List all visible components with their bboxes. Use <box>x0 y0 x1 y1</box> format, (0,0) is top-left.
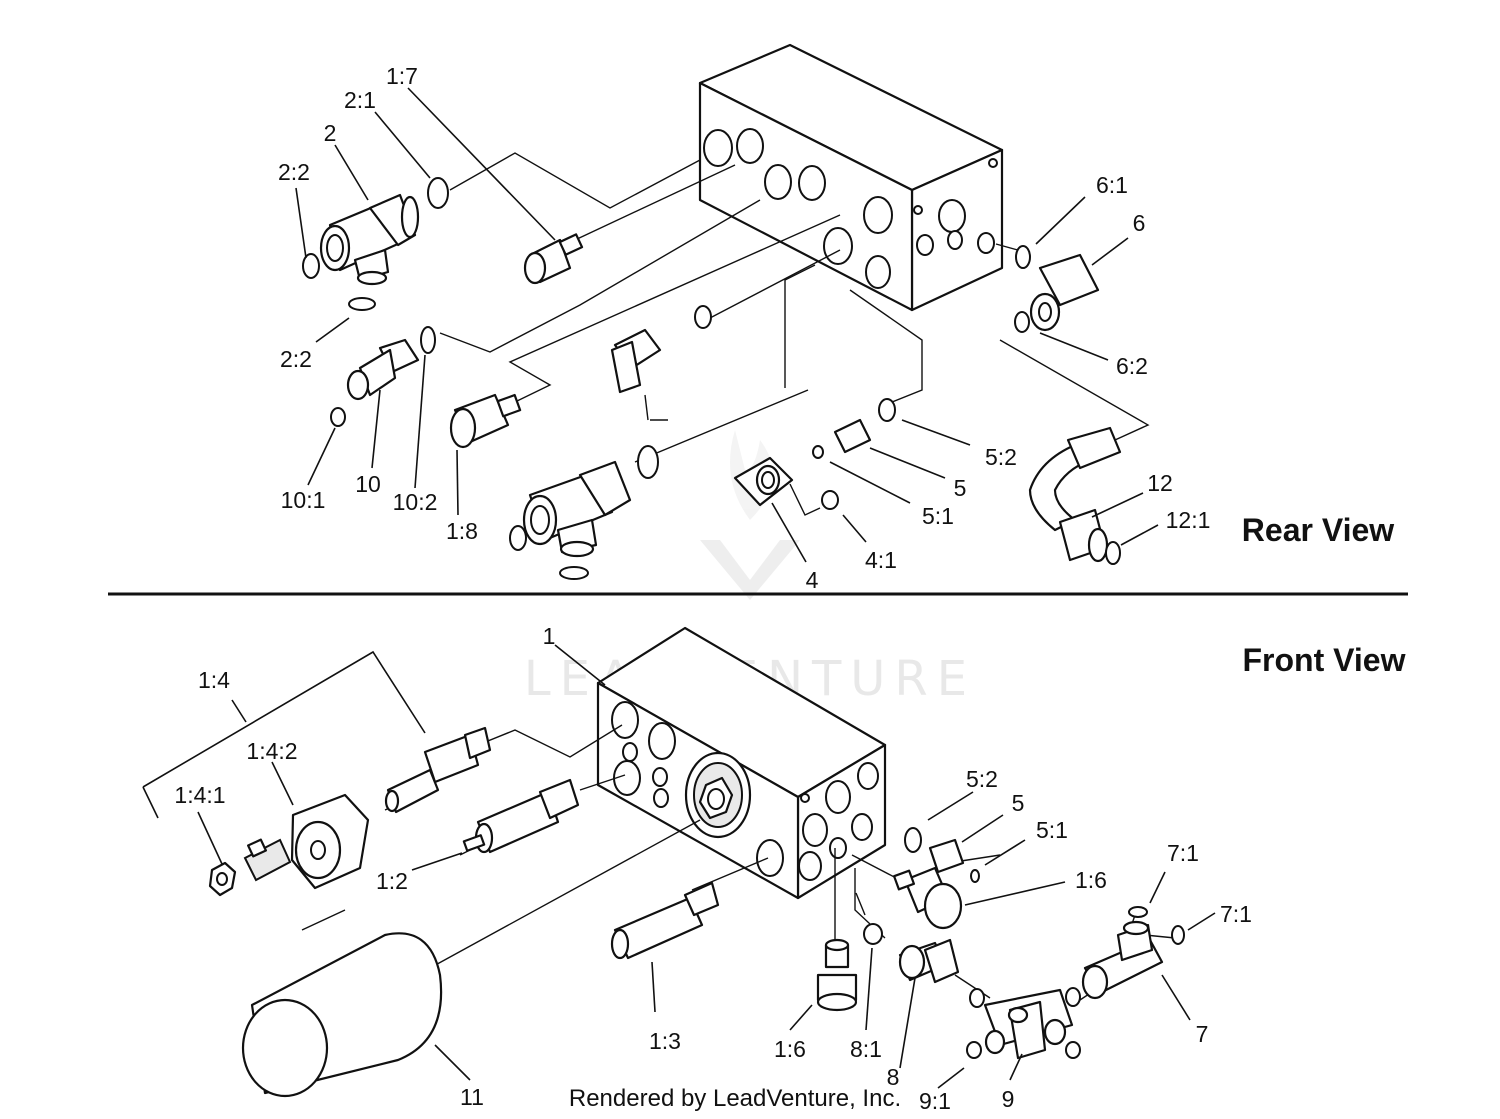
label-6: 6 <box>1133 210 1146 236</box>
rear-part-12-tube <box>1028 426 1122 565</box>
front-leader-lines <box>197 644 1216 1089</box>
front-labels: 1 1:4 1:4:2 1:4:1 1:2 1:3 1:6 8:1 8 9:1 … <box>174 623 1252 1114</box>
label-1-4: 1:4 <box>198 667 230 693</box>
rear-part-1-8-plug <box>449 393 522 449</box>
bracket-1-4 <box>142 650 426 788</box>
rear-elbow-fitting <box>610 305 712 394</box>
front-part-1-4-1-nut <box>208 861 237 897</box>
label-10-2: 10:2 <box>393 489 438 515</box>
front-part-1-2-valve <box>462 778 580 854</box>
label-1-6-right: 1:6 <box>1075 867 1107 893</box>
label-12: 12 <box>1147 470 1173 496</box>
front-part-5-adapter <box>904 827 980 883</box>
front-manifold-block <box>596 626 887 900</box>
bracket-1-4-end <box>142 786 159 819</box>
label-6-1: 6:1 <box>1096 172 1128 198</box>
label-1-2: 1:2 <box>376 868 408 894</box>
rear-view-title: Rear View <box>1242 512 1395 548</box>
rear-part-10-elbow <box>330 326 436 427</box>
label-5-2-front: 5:2 <box>966 766 998 792</box>
front-part-7-tee <box>1081 906 1185 1000</box>
front-part-11-accumulator <box>241 932 443 1098</box>
label-4: 4 <box>806 567 819 593</box>
front-part-1-6-fitting <box>816 938 858 1012</box>
rear-part-2-tee-fitting <box>302 177 449 311</box>
label-1-6-lower: 1:6 <box>774 1036 806 1062</box>
label-1-3: 1:3 <box>649 1028 681 1054</box>
front-part-1-4-2-coil <box>243 793 370 890</box>
label-2-2-bottom: 2:2 <box>280 346 312 372</box>
watermark-logo-icon <box>700 540 800 600</box>
rear-labels: 1:7 2:1 2 2:2 2:2 10:1 10 10:2 1:8 6:1 6… <box>278 63 1210 593</box>
label-8-1: 8:1 <box>850 1036 882 1062</box>
label-1-4-1: 1:4:1 <box>174 782 225 808</box>
rear-part-5-adapter <box>812 398 896 459</box>
front-view-title: Front View <box>1243 642 1406 678</box>
rear-view: 1:7 2:1 2 2:2 2:2 10:1 10 10:2 1:8 6:1 6… <box>278 43 1395 593</box>
front-part-1-6-plug <box>892 866 963 930</box>
label-5-1-front: 5:1 <box>1036 817 1068 843</box>
front-part-8-fitting <box>863 923 960 984</box>
label-6-2: 6:2 <box>1116 353 1148 379</box>
front-part-1-3-valve <box>610 881 720 960</box>
label-1-4-2: 1:4:2 <box>246 738 297 764</box>
label-5-1: 5:1 <box>922 503 954 529</box>
rear-part-4-fitting <box>733 456 839 510</box>
rear-lower-tee-fitting <box>509 445 659 580</box>
label-11: 11 <box>460 1084 484 1110</box>
label-12-1: 12:1 <box>1166 507 1211 533</box>
label-7-1-top: 7:1 <box>1167 840 1199 866</box>
label-10: 10 <box>355 471 381 497</box>
label-7: 7 <box>1196 1021 1209 1047</box>
label-5-2: 5:2 <box>985 444 1017 470</box>
label-8: 8 <box>887 1064 900 1090</box>
render-credit: Rendered by LeadVenture, Inc. <box>569 1085 901 1112</box>
label-5-front: 5 <box>1012 790 1025 816</box>
label-2: 2 <box>324 120 337 146</box>
bracket-1-4-tick <box>231 699 247 723</box>
rear-part-1-7-plug <box>523 233 584 285</box>
front-part-1-4-cartridge <box>384 726 492 814</box>
label-2-1: 2:1 <box>344 87 376 113</box>
label-2-2-top: 2:2 <box>278 159 310 185</box>
label-1-7: 1:7 <box>386 63 418 89</box>
rear-manifold-block <box>698 43 1004 312</box>
label-7-1-right: 7:1 <box>1220 901 1252 927</box>
front-part-9-cross <box>966 987 1081 1060</box>
rear-flow-lines <box>439 152 1150 516</box>
label-4-1: 4:1 <box>865 547 897 573</box>
rear-part-6-elbow <box>1014 245 1100 333</box>
label-9-1: 9:1 <box>919 1088 951 1114</box>
label-9: 9 <box>1002 1086 1015 1112</box>
label-1-8: 1:8 <box>446 518 478 544</box>
label-1: 1 <box>543 623 556 649</box>
rear-leader-lines <box>295 87 1159 563</box>
label-10-1: 10:1 <box>281 487 326 513</box>
label-5: 5 <box>954 475 967 501</box>
front-view: 1 1:4 1:4:2 1:4:1 1:2 1:3 1:6 8:1 8 9:1 … <box>142 623 1406 1114</box>
